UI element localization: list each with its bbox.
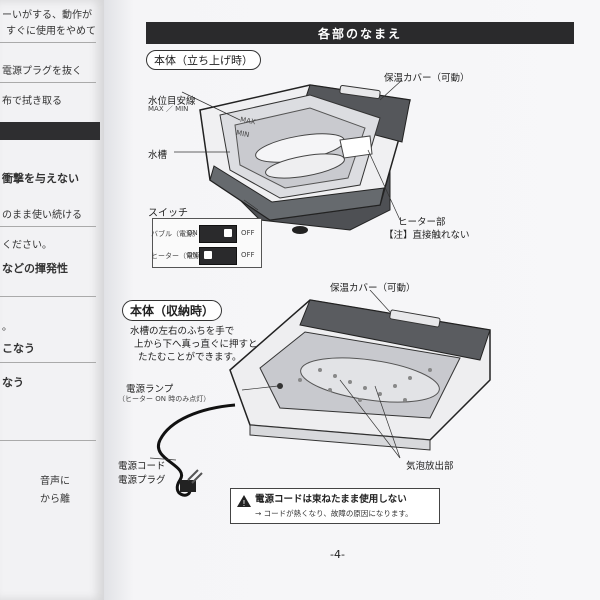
left-divider — [0, 296, 96, 297]
warning-title: 電源コードは束ねたまま使用しない — [255, 494, 407, 505]
stored-lid-handle — [389, 309, 441, 328]
switch-panel: バブル（電源） ON OFF ヒーター（電源） ON OFF — [151, 218, 262, 268]
power-lamp-sub: （ヒーター ON 時のみ点灯） — [118, 395, 211, 403]
water-level-label: 水位目安線 — [148, 96, 196, 107]
left-text-line: 布で拭き取る — [2, 96, 62, 107]
lid-handle — [339, 85, 381, 99]
foot-spa-upright-illustration — [174, 79, 411, 234]
left-divider — [0, 440, 96, 441]
left-divider — [0, 226, 96, 227]
tub-label: 水槽 — [148, 150, 168, 161]
left-section-bar — [0, 122, 100, 140]
stored-section-label: 本体（収納時） — [122, 300, 223, 321]
svg-text:!: ! — [242, 499, 245, 507]
left-text-line: などの揮発性 — [2, 262, 68, 275]
left-text-line: ーいがする、動作が — [2, 10, 92, 21]
switch-row-name: バブル（電源） — [151, 230, 200, 238]
power-cord-label: 電源コード — [118, 461, 166, 472]
switch-row-on: ON — [187, 251, 198, 259]
warning-icon: ! — [237, 492, 251, 511]
switch-row-off: OFF — [241, 251, 255, 259]
instruction-line: 水槽の左右のふちを手で — [130, 326, 235, 337]
left-divider — [0, 362, 96, 363]
power-lamp-label: 電源ランプ — [126, 384, 174, 395]
left-page: ーいがする、動作が すぐに使用をやめて 電源プラグを抜く 布で拭き取る 衝撃を与… — [0, 0, 104, 600]
instruction-line: 上から下へ真っ直ぐに押すと — [134, 339, 258, 350]
left-divider — [0, 82, 96, 83]
heater-note: 【注】直接触れない — [384, 230, 470, 241]
left-text-line: ください。 — [2, 240, 52, 251]
heater-unit — [339, 135, 373, 159]
left-text-line: 衝撃を与えない — [2, 172, 79, 185]
left-text-line: 電源プラグを抜く — [2, 66, 82, 77]
left-text-line: から離 — [40, 494, 70, 505]
left-text-line: なう — [2, 376, 24, 389]
instruction-line: たたむことができます。 — [138, 352, 242, 363]
foot-spa-stored-illustration — [149, 290, 491, 497]
left-text-line: のまま使い続ける — [2, 210, 82, 221]
left-text-line: 。 — [2, 322, 12, 333]
heater-label: ヒーター部 — [398, 217, 446, 228]
upright-section-label: 本体（立ち上げ時） — [146, 50, 261, 70]
bubble-dots — [298, 368, 432, 402]
warning-box: ! 電源コードは束ねたまま使用しない → コードが熱くなり、故障の原因になります… — [230, 488, 440, 524]
left-text-line: こなう — [2, 342, 35, 355]
bubble-outlet-label: 気泡放出部 — [406, 461, 454, 472]
switch-label: スイッチ — [148, 208, 188, 219]
power-plug-label: 電源プラグ — [118, 475, 166, 486]
power-lamp-indicator — [277, 383, 283, 389]
warning-detail: → コードが熱くなり、故障の原因になります。 — [255, 509, 413, 518]
bubble-switch[interactable] — [199, 225, 237, 243]
switch-row-off: OFF — [241, 229, 255, 237]
upright-lid-label: 保温カバー（可動） — [384, 73, 470, 84]
left-divider — [0, 42, 96, 43]
heater-switch[interactable] — [199, 247, 237, 265]
switch-row-on: ON — [187, 229, 198, 237]
left-text-line: 音声に — [40, 476, 70, 487]
water-level-sub: MAX ／ MIN — [148, 105, 189, 113]
stored-lid-label: 保温カバー（可動） — [330, 283, 416, 294]
page-number: -4- — [330, 548, 345, 561]
switch-row-name: ヒーター（電源） — [151, 252, 207, 260]
left-text-line: すぐに使用をやめて — [6, 26, 96, 37]
section-header: 各部のなまえ — [146, 22, 574, 44]
